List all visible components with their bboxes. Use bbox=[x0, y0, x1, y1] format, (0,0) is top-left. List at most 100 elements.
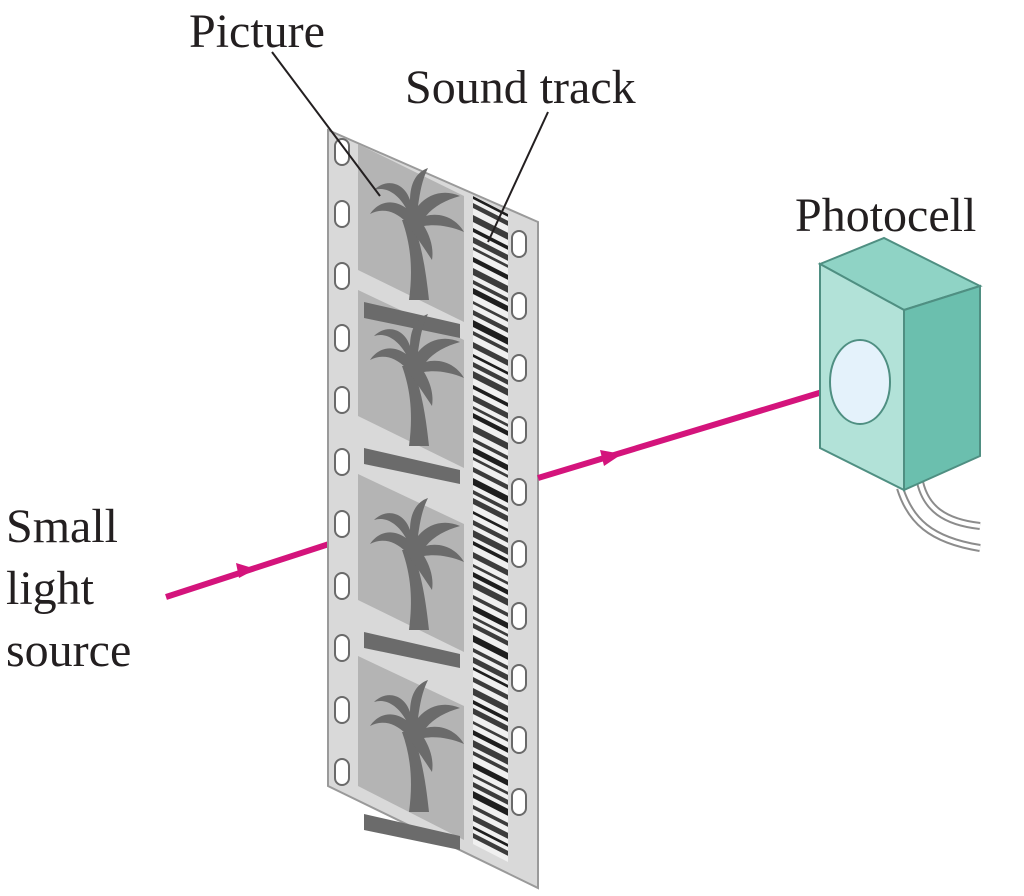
sound-track-stripe bbox=[473, 779, 508, 808]
sound-track-stripe bbox=[473, 444, 508, 474]
sound-track-stripe bbox=[473, 620, 508, 649]
sprocket-hole bbox=[334, 448, 350, 476]
sound-track-stripe bbox=[473, 549, 508, 579]
sound-track-stripe bbox=[473, 759, 508, 789]
sound-track-stripe bbox=[473, 517, 508, 546]
sprocket-hole bbox=[511, 478, 527, 506]
sprocket-hole bbox=[334, 138, 350, 166]
sprocket-hole bbox=[334, 758, 350, 786]
sound-track-stripe bbox=[473, 254, 508, 283]
sound-track-stripe bbox=[473, 578, 508, 609]
sound-track-stripe bbox=[473, 527, 508, 558]
light-source-label-line-3: source bbox=[6, 624, 132, 677]
sound-track-stripe bbox=[473, 664, 508, 691]
sound-track-stripe bbox=[473, 727, 508, 756]
film-strip bbox=[327, 128, 539, 890]
sound-track-stripe bbox=[473, 454, 508, 481]
sound-track-stripe bbox=[473, 487, 508, 515]
sound-track-stripe bbox=[473, 392, 508, 422]
sound-track-stripe bbox=[473, 410, 508, 439]
sprocket-hole bbox=[511, 292, 527, 320]
sound-track-stripe bbox=[473, 403, 508, 430]
sound-track-stripe bbox=[473, 674, 508, 703]
sound-track-label: Sound track bbox=[405, 61, 636, 114]
leader-lines bbox=[271, 51, 549, 243]
beam-arrow-icon bbox=[600, 450, 622, 466]
photocell-label: Photocell bbox=[795, 189, 977, 242]
sprocket-hole bbox=[511, 230, 527, 258]
sprocket-hole bbox=[511, 416, 527, 444]
sprocket-hole bbox=[511, 788, 527, 816]
sound-track-stripe bbox=[473, 788, 508, 819]
sprocket-hole bbox=[334, 634, 350, 662]
sound-track-stripe bbox=[473, 645, 508, 673]
sound-track-stripe bbox=[473, 298, 508, 325]
sound-track-stripe bbox=[473, 382, 508, 410]
sound-track-stripe bbox=[473, 422, 508, 453]
sprocket-hole bbox=[334, 696, 350, 724]
sprocket-hole bbox=[334, 386, 350, 414]
photocell-device bbox=[817, 236, 983, 552]
sound-track-stripe bbox=[473, 212, 508, 243]
sound-track-stripe bbox=[473, 196, 508, 220]
sprocket-hole bbox=[511, 726, 527, 754]
sprocket-hole bbox=[334, 262, 350, 290]
light-source-label: Small light source bbox=[6, 496, 226, 682]
sound-track-stripe bbox=[473, 632, 508, 663]
sprocket-hole bbox=[334, 510, 350, 538]
sound-track-stripe bbox=[473, 823, 508, 850]
picture-leader bbox=[271, 51, 381, 197]
sound-track-stripe bbox=[473, 244, 508, 271]
light-source-label-line-1: Small bbox=[6, 500, 119, 553]
sound-track-stripe bbox=[473, 697, 508, 725]
sound-track-stripe bbox=[473, 368, 508, 399]
sound-track-stripe bbox=[473, 277, 508, 305]
sound-track-stripe bbox=[473, 265, 508, 296]
sound-track-stripe bbox=[473, 359, 508, 388]
sound-track-leader bbox=[487, 111, 549, 243]
sound-track-stripe bbox=[473, 225, 508, 253]
light-source-label-line-2: light bbox=[6, 562, 95, 615]
sound-track-stripe bbox=[473, 435, 508, 463]
photocell-lens bbox=[829, 339, 891, 425]
sound-track-stripe bbox=[473, 748, 508, 776]
sound-track-stripe bbox=[473, 234, 508, 264]
sprocket-hole bbox=[511, 602, 527, 630]
sound-track-stripe bbox=[473, 705, 508, 735]
sound-track-stripe bbox=[473, 317, 508, 348]
sound-track-stripe bbox=[473, 685, 508, 716]
sound-track-stripe bbox=[473, 285, 508, 315]
sound-track-stripe bbox=[473, 339, 508, 369]
sprocket-hole bbox=[334, 200, 350, 228]
sound-track-stripe bbox=[473, 592, 508, 620]
sound-track-stripe bbox=[473, 561, 508, 588]
picture-label: Picture bbox=[189, 5, 325, 58]
sprocket-holes bbox=[334, 138, 527, 816]
sprocket-hole bbox=[511, 354, 527, 382]
sound-track-stripe bbox=[473, 538, 508, 566]
sprocket-hole bbox=[511, 664, 527, 692]
sprocket-hole bbox=[334, 572, 350, 600]
sound-track-stripe bbox=[473, 508, 508, 535]
sound-track-stripe bbox=[473, 737, 508, 768]
sound-track-stripe bbox=[473, 802, 508, 830]
sprocket-hole bbox=[334, 324, 350, 352]
photocell-wire bbox=[896, 486, 981, 552]
beam-arrow-icon bbox=[236, 563, 256, 578]
sound-track-stripe bbox=[473, 771, 508, 798]
sound-track-stripe bbox=[473, 654, 508, 684]
sound-track-stripe bbox=[473, 613, 508, 640]
sound-track-stripe bbox=[473, 200, 508, 229]
photocell-side bbox=[903, 284, 981, 492]
sound-track-stripe bbox=[473, 602, 508, 632]
sound-track-stripe bbox=[473, 464, 508, 493]
light-beam-outgoing bbox=[537, 377, 863, 481]
sound-track-stripe bbox=[473, 307, 508, 336]
sprocket-hole bbox=[511, 540, 527, 568]
sound-track-stripe bbox=[473, 569, 508, 598]
sound-track-stripe bbox=[473, 328, 508, 356]
sound-track-stripe bbox=[473, 495, 508, 525]
sound-track-stripe bbox=[473, 351, 508, 378]
sound-track-stripe bbox=[473, 830, 508, 859]
